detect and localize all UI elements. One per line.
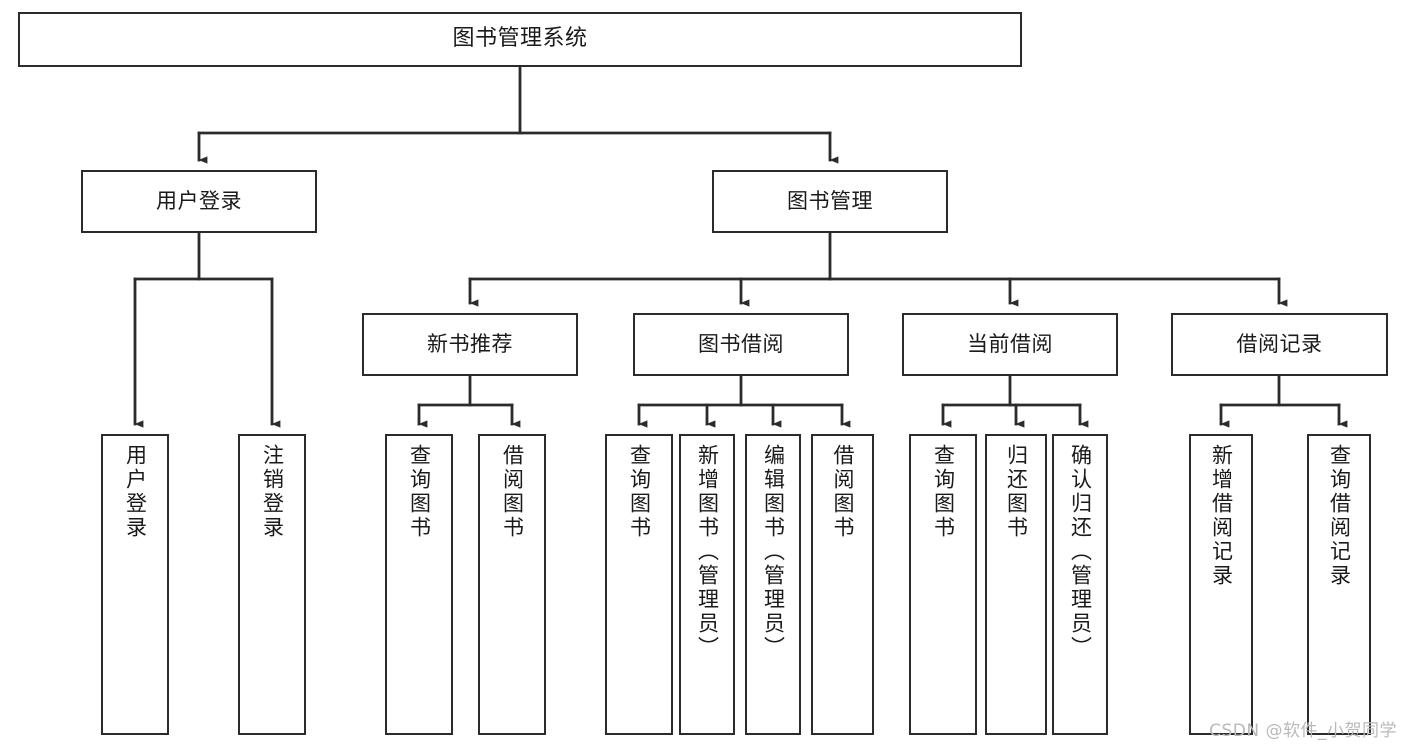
node-label: 注销登录 [260,444,285,540]
node-book-management[interactable]: 图书管理 [712,170,948,233]
node-leaf-borrow-book-1[interactable]: 借阅图书 [478,434,546,735]
node-new-book-recommend[interactable]: 新书推荐 [362,313,578,376]
node-label: 确认归还（管理员） [1068,444,1093,660]
node-leaf-query-book-2[interactable]: 查询图书 [605,434,673,735]
node-leaf-add-borrow-record[interactable]: 新增借阅记录 [1189,434,1253,735]
node-leaf-return-book[interactable]: 归还图书 [985,434,1047,735]
node-label: 编辑图书（管理员） [761,444,786,660]
node-leaf-query-book-3[interactable]: 查询图书 [909,434,977,735]
node-leaf-borrow-book-2[interactable]: 借阅图书 [811,434,874,735]
node-label: 借阅图书 [830,444,855,540]
node-book-borrow[interactable]: 图书借阅 [633,313,849,376]
node-leaf-add-book[interactable]: 新增图书（管理员） [679,434,735,735]
node-leaf-edit-book[interactable]: 编辑图书（管理员） [745,434,801,735]
node-label: 查询借阅记录 [1327,444,1352,588]
node-root-system[interactable]: 图书管理系统 [18,12,1022,67]
node-label: 用户登录 [156,188,242,213]
node-leaf-user-login[interactable]: 用户登录 [101,434,169,735]
node-label: 查询图书 [627,444,652,540]
node-leaf-query-borrow-record[interactable]: 查询借阅记录 [1307,434,1371,735]
node-label: 用户登录 [123,444,148,540]
node-label: 图书管理 [787,188,873,213]
node-user-login[interactable]: 用户登录 [81,170,317,233]
node-label: 当前借阅 [967,331,1053,356]
node-label: 新增借阅记录 [1209,444,1234,588]
node-label: 归还图书 [1004,444,1029,540]
node-label: 查询图书 [931,444,956,540]
node-leaf-query-book-1[interactable]: 查询图书 [385,434,453,735]
node-label: 借阅图书 [500,444,525,540]
node-label: 新增图书（管理员） [695,444,720,660]
node-label: 新书推荐 [427,331,513,356]
node-leaf-logout[interactable]: 注销登录 [238,434,306,735]
node-label: 借阅记录 [1236,331,1323,356]
node-label: 图书管理系统 [452,26,588,52]
node-label: 查询图书 [407,444,432,540]
node-leaf-confirm-return[interactable]: 确认归还（管理员） [1052,434,1108,735]
node-label: 图书借阅 [698,331,784,356]
node-current-borrow[interactable]: 当前借阅 [902,313,1118,376]
node-borrow-record[interactable]: 借阅记录 [1171,313,1388,376]
